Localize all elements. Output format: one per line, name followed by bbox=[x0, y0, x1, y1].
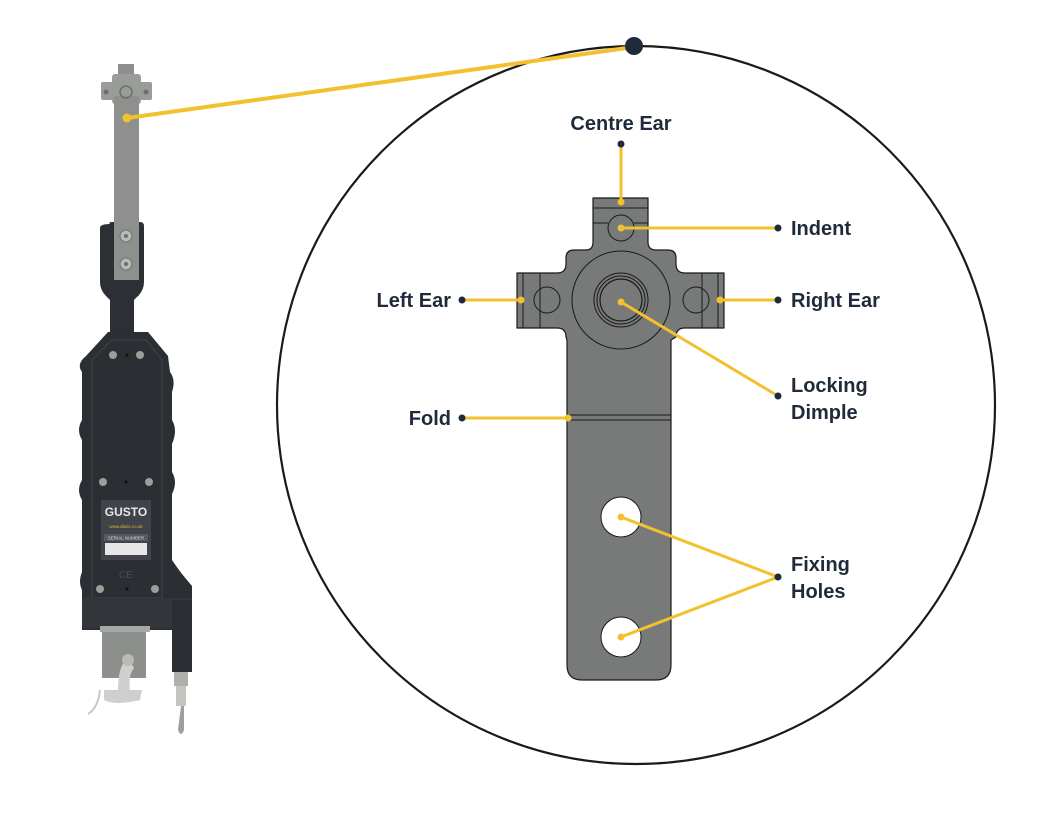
label-locking-dimple-line1: Locking bbox=[791, 375, 868, 397]
boss-ring bbox=[571, 250, 671, 350]
device-label: GUSTO www.davis.co.uk SERIAL NUMBER bbox=[101, 500, 151, 560]
right-ear-hole bbox=[682, 286, 710, 314]
zoom-connector-origin-dot bbox=[122, 113, 132, 123]
device-serial-label: SERIAL NUMBER bbox=[108, 536, 145, 541]
ce-mark: CE bbox=[119, 570, 133, 581]
locking-dimple-feature bbox=[599, 278, 643, 322]
callout-anchor-dots bbox=[517, 198, 724, 641]
device-illustration: GUSTO www.davis.co.uk SERIAL NUMBER CE bbox=[79, 64, 192, 734]
label-centre-ear: Centre Ear bbox=[570, 113, 671, 135]
device-body bbox=[79, 332, 192, 630]
leader-fixing-hole-upper bbox=[620, 515, 779, 579]
device-brand: GUSTO bbox=[105, 505, 147, 519]
callout-label-dots bbox=[458, 140, 782, 581]
zoom-connector-line bbox=[126, 45, 635, 120]
label-fold: Fold bbox=[409, 408, 451, 430]
leader-fixing-hole-lower bbox=[620, 575, 779, 639]
leader-locking-dimple bbox=[620, 300, 779, 398]
label-fixing-holes-line1: Fixing bbox=[791, 554, 850, 576]
body-screws bbox=[96, 351, 159, 593]
label-left-ear: Left Ear bbox=[377, 290, 452, 312]
left-ear-hole bbox=[533, 286, 561, 314]
plate-outline bbox=[516, 197, 725, 681]
label-indent: Indent bbox=[791, 218, 851, 240]
locking-plate bbox=[516, 197, 725, 681]
label-fixing-holes-line2: Holes bbox=[791, 581, 845, 603]
device-website: www.davis.co.uk bbox=[109, 524, 143, 529]
callouts bbox=[462, 144, 779, 639]
label-locking-dimple-line2: Dimple bbox=[791, 402, 858, 424]
device-hook bbox=[104, 658, 142, 703]
zoom-connector-anchor-dot bbox=[625, 37, 643, 55]
label-right-ear: Right Ear bbox=[791, 290, 880, 312]
serial-number-field bbox=[105, 543, 147, 555]
